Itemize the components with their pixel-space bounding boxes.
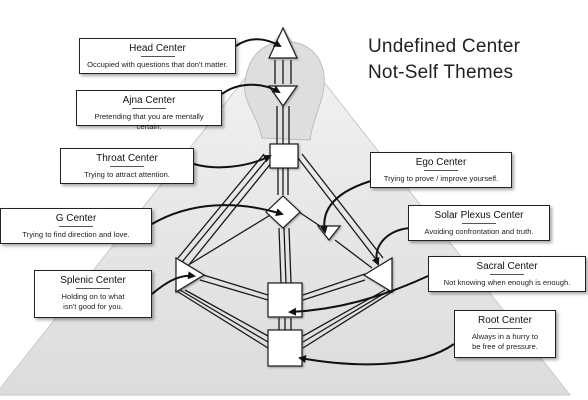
ajna-center-theme: Pretending that you are mentally certain… [94, 112, 204, 131]
solar-plexus-center-rule [462, 223, 496, 224]
g-center-theme: Trying to find direction and love. [22, 230, 130, 239]
root-center-box: Root Center Always in a hurry to be free… [454, 310, 556, 358]
head-center-name: Head Center [129, 43, 186, 54]
ajna-center-rule [132, 108, 166, 109]
ajna-arrow [221, 83, 281, 95]
solar-plexus-center-theme: Avoiding confrontation and truth. [424, 227, 534, 236]
throat-center-theme: Trying to attract attention. [84, 170, 170, 179]
ego-center-box: Ego Center Trying to prove / improve you… [370, 152, 512, 188]
root-arrow [298, 343, 455, 366]
arrows [151, 38, 455, 366]
head-center-theme: Occupied with questions that don't matte… [87, 60, 228, 69]
ajna-center-box: Ajna Center Pretending that you are ment… [76, 90, 222, 131]
splenic-center-name: Splenic Center [60, 275, 126, 286]
ego-center-theme: Trying to prove / improve yourself. [383, 174, 499, 183]
ajna-center-name: Ajna Center [122, 95, 176, 106]
root-center-theme-line-2: be free of pressure. [472, 342, 538, 351]
root-center-shape [267, 329, 303, 367]
ego-arrow [319, 179, 375, 234]
g-center-box: G Center Trying to find direction and lo… [0, 208, 152, 244]
g-center-rule [59, 226, 93, 227]
sacral-center-name: Sacral Center [476, 261, 538, 272]
sacral-arrow [288, 275, 429, 316]
splenic-center-theme-line-2: isn't good for you. [63, 302, 123, 311]
throat-arrow [193, 155, 272, 169]
throat-center-name: Throat Center [96, 153, 158, 164]
splenic-center-box: Splenic Center Holding on to what isn't … [34, 270, 152, 318]
solar-plexus-arrow [371, 227, 411, 266]
root-center-name: Root Center [478, 315, 532, 326]
head-arrow [235, 38, 282, 47]
ego-center-name: Ego Center [415, 157, 467, 168]
solar-plexus-center-shape [362, 256, 393, 294]
title-line-2: Not-Self Themes [368, 62, 514, 83]
throat-center-shape [269, 143, 299, 169]
sacral-center-rule [490, 274, 524, 275]
g-arrow [151, 204, 284, 225]
title-line-1: Undefined Center [368, 36, 521, 57]
channels [174, 60, 396, 349]
head-center-box: Head Center Occupied with questions that… [79, 38, 236, 74]
head-center-rule [140, 56, 175, 57]
throat-center-box: Throat Center Trying to attract attentio… [60, 148, 194, 184]
ego-center-rule [424, 170, 458, 171]
solar-plexus-center-box: Solar Plexus Center Avoiding confrontati… [408, 205, 550, 241]
solar-plexus-center-name: Solar Plexus Center [434, 210, 524, 221]
root-center-rule [488, 328, 522, 329]
sacral-center-box: Sacral Center Not knowing when enough is… [428, 256, 586, 292]
splenic-arrow [151, 271, 196, 295]
splenic-center-rule [76, 288, 110, 289]
root-center-theme-line-1: Always in a hurry to [471, 332, 539, 341]
splenic-center-theme-line-1: Holding on to what [61, 292, 125, 301]
throat-center-rule [110, 166, 144, 167]
sacral-center-theme: Not knowing when enough is enough. [443, 278, 571, 287]
g-center-name: G Center [55, 213, 97, 224]
